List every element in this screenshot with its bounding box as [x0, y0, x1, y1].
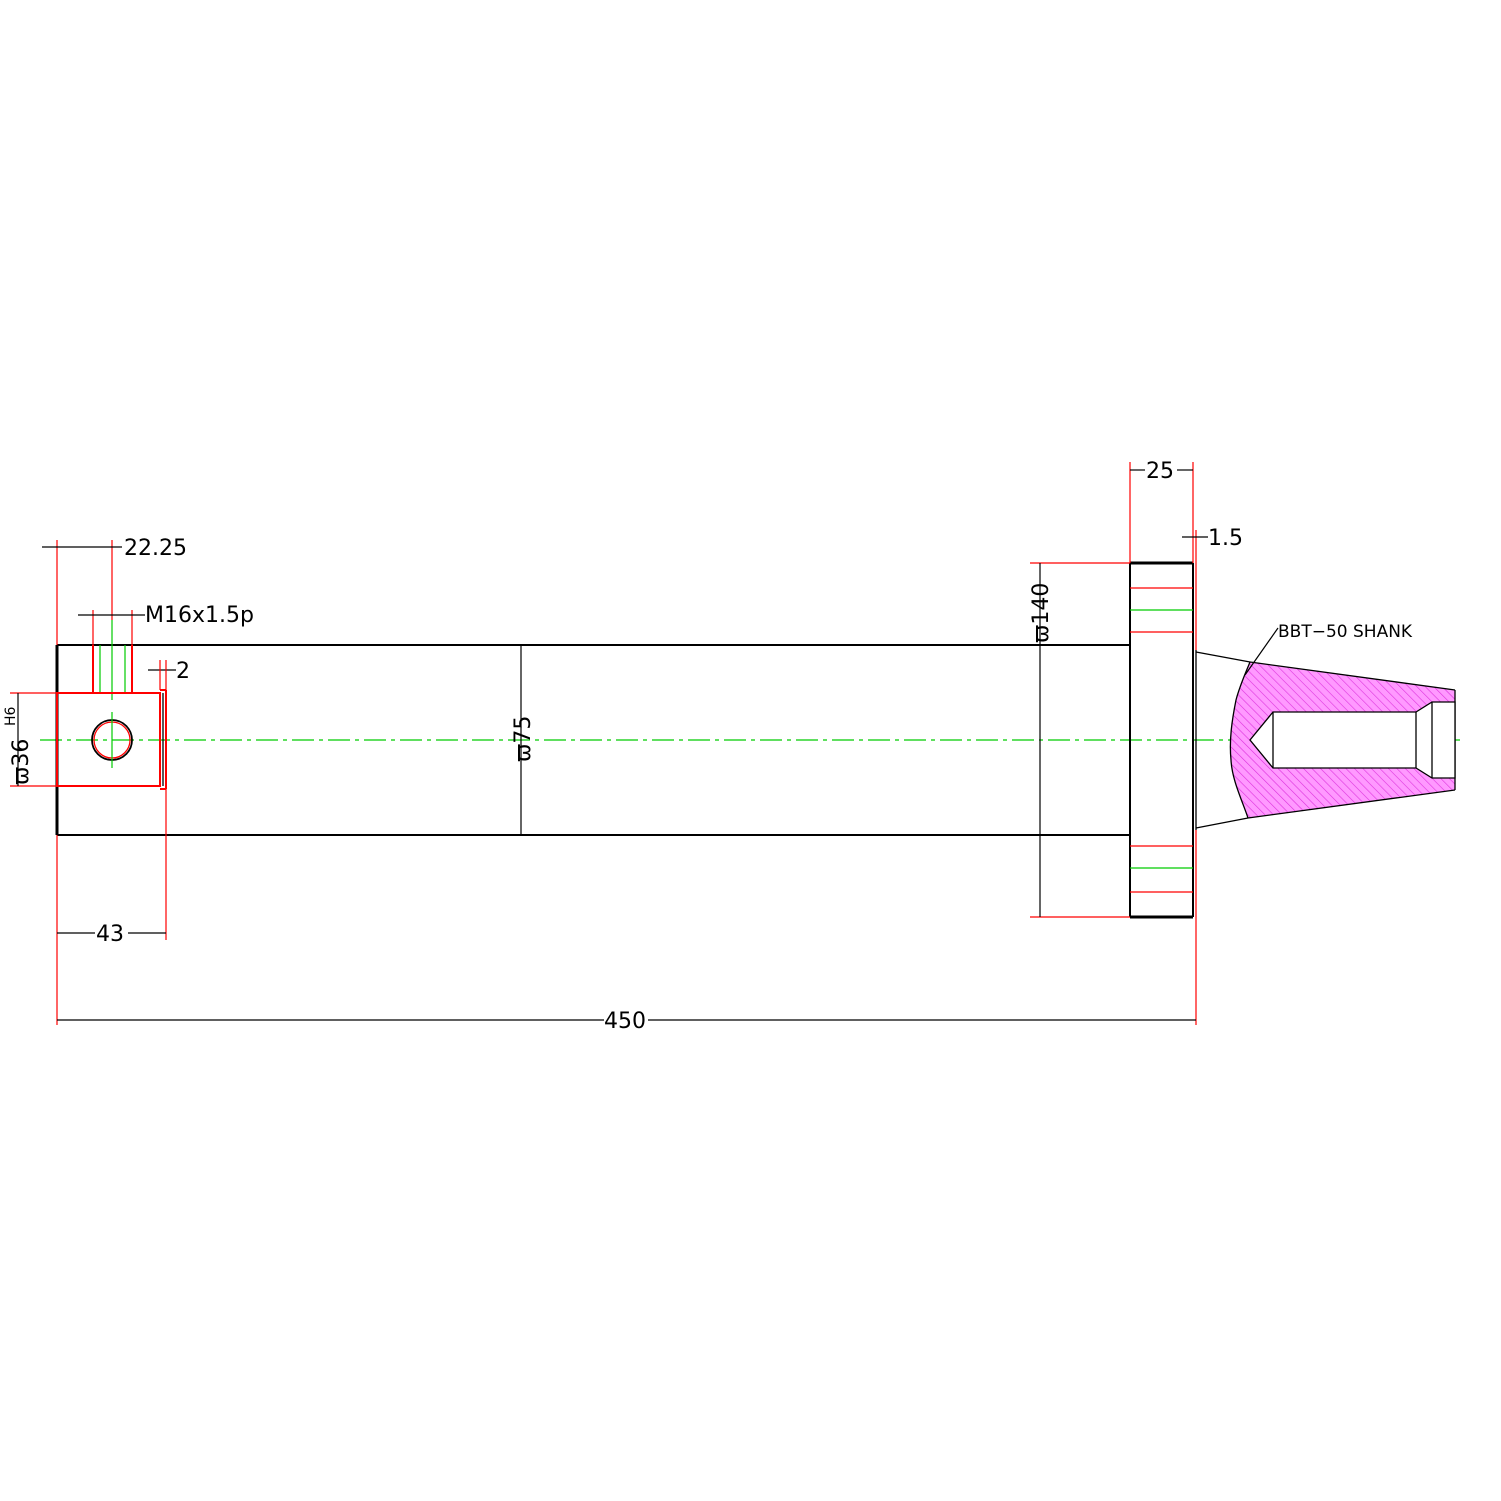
dim-shoulder	[148, 660, 176, 690]
dim-thread-label: M16x1.5p	[145, 603, 254, 628]
dim-bore-dia	[10, 692, 57, 787]
dim-flange-dia	[1030, 562, 1130, 918]
dim-flange-offset-label: 1.5	[1208, 526, 1243, 551]
dim-end-length	[56, 789, 167, 1025]
dim-bore-offset-label: 22.25	[124, 536, 187, 561]
shank-note: BBT−50 SHANK	[1278, 622, 1413, 642]
threaded-hole	[92, 620, 133, 700]
dim-flange-width-label: 25	[1146, 459, 1174, 484]
dim-flange-width	[1129, 462, 1194, 563]
flange	[1129, 561, 1197, 919]
dim-overall-length-label: 450	[604, 1009, 646, 1034]
dim-bore-tol-label: H6	[3, 706, 19, 726]
shank-leader	[1244, 627, 1279, 676]
cross-hole	[91, 712, 133, 768]
dim-shaft-dia-label: ϖ75	[511, 716, 536, 762]
dim-bore-dia-label: ϖ36	[9, 739, 34, 785]
dim-overall-length	[57, 830, 1197, 1025]
dim-bore-offset	[42, 540, 122, 645]
dim-end-length-label: 43	[96, 922, 124, 947]
dim-thread	[78, 610, 145, 645]
dim-flange-dia-label: ϖ140	[1029, 583, 1054, 643]
dim-flange-offset	[1182, 530, 1208, 650]
bore-section	[56, 689, 167, 790]
shank-bore	[1249, 701, 1456, 779]
taper-shank	[1195, 651, 1456, 829]
dim-shoulder-label: 2	[176, 659, 190, 684]
